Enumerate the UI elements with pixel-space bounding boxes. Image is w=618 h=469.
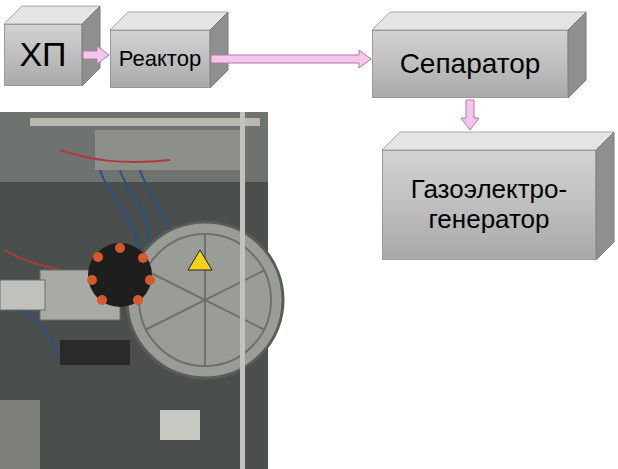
box-label: Реактор <box>119 46 201 71</box>
process-box: Реактор <box>110 30 210 88</box>
block-arrow <box>83 46 109 64</box>
box-depth <box>4 6 100 86</box>
process-box: ХП <box>4 24 82 86</box>
box-side-face <box>596 132 614 260</box>
box-top-face <box>110 12 228 30</box>
process-box: Сепаратор <box>372 30 568 98</box>
flange-bolts <box>87 243 155 305</box>
pipe-inlet <box>0 280 45 310</box>
terminal-panel <box>95 130 245 170</box>
cable-tray <box>30 118 260 126</box>
pipe-lower <box>0 400 40 469</box>
box-depth <box>110 12 228 88</box>
box-top-face <box>372 12 586 30</box>
control-box <box>160 410 200 440</box>
block-arrow <box>211 50 371 68</box>
box-depth <box>372 12 586 98</box>
door-ring <box>139 234 271 366</box>
door-struts <box>145 234 265 366</box>
support-rod <box>240 112 245 469</box>
box-side-face <box>210 12 228 88</box>
block-arrow <box>461 100 479 130</box>
mount-block <box>60 340 130 365</box>
box-depth <box>382 132 614 260</box>
flange <box>88 243 152 307</box>
photo-illustration <box>0 112 283 469</box>
box-label: ХП <box>19 35 66 74</box>
chamber-door <box>127 222 283 378</box>
process-box: Газоэлектро- генератор <box>382 150 596 260</box>
box-top-face <box>382 132 614 150</box>
box-label: Сепаратор <box>400 48 541 80</box>
box-side-face <box>568 12 586 98</box>
photo-ceiling <box>0 112 268 182</box>
warning-sign <box>188 250 212 270</box>
box-label: Газоэлектро- генератор <box>383 175 595 235</box>
